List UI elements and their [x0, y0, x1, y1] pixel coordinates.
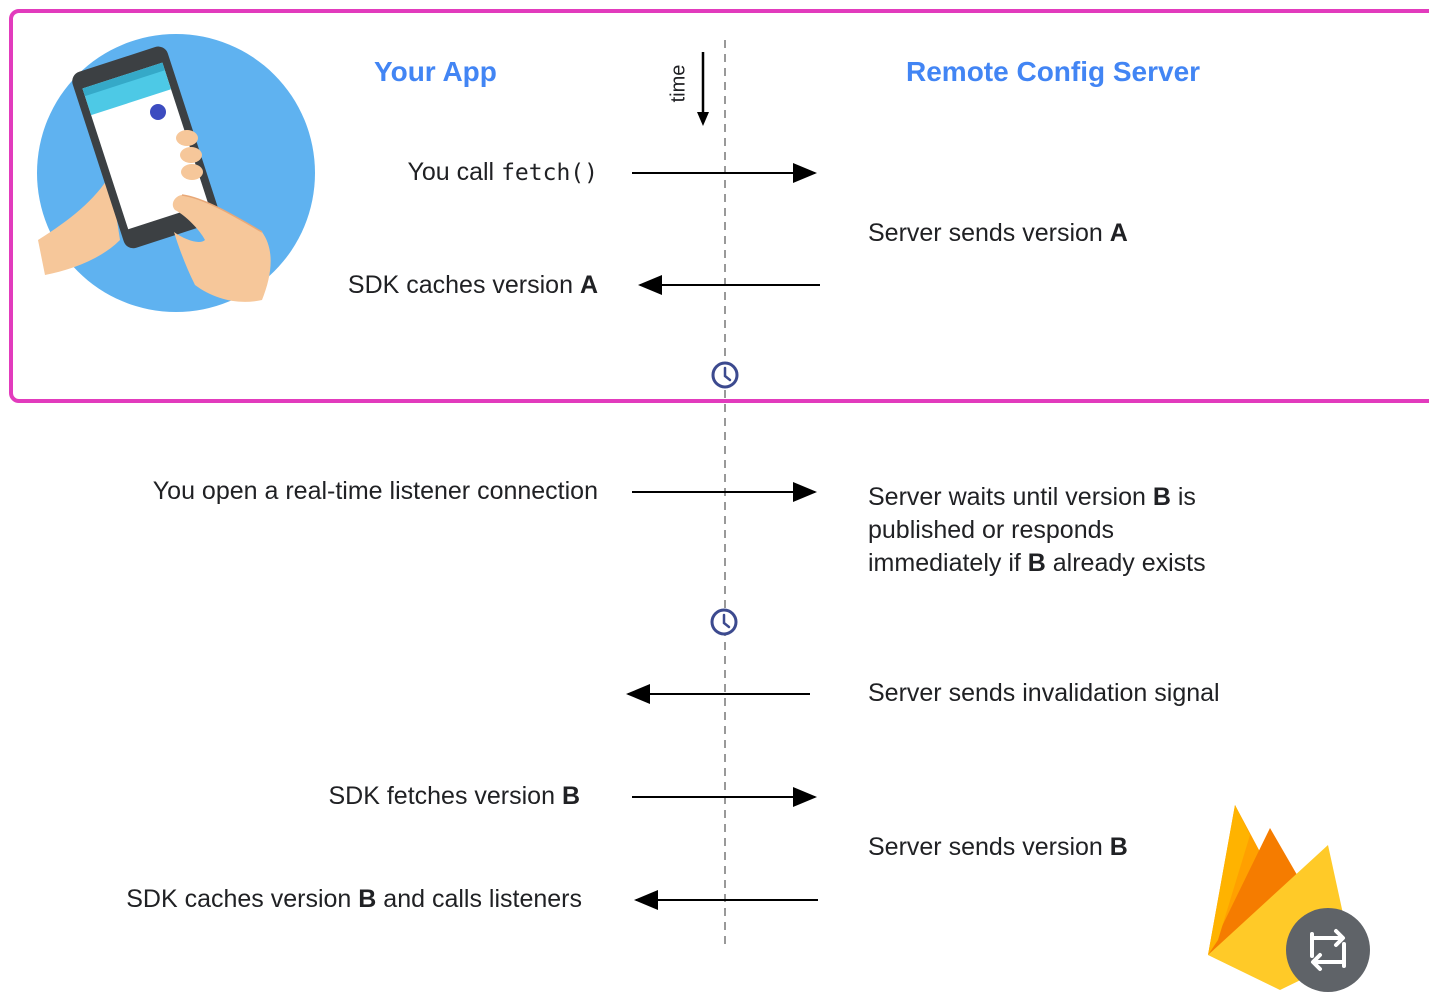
time-label: time	[667, 64, 690, 103]
message-server-waits: Server waits until version B is publishe…	[868, 483, 1206, 577]
message-server-sends-b: Server sends version B	[868, 833, 1128, 861]
phone-illustration	[37, 34, 315, 312]
message-sdk-fetches-b: SDK fetches version B	[328, 782, 581, 810]
message-you-call-fetch: You call fetch()	[407, 158, 598, 186]
time-arrow	[697, 52, 709, 126]
message-server-sends-a: Server sends version A	[868, 219, 1128, 247]
message-sdk-caches-a: SDK caches version A	[347, 271, 598, 299]
remote-config-server-header: Remote Config Server	[906, 56, 1201, 87]
highlight-frame	[9, 9, 1429, 403]
fetch-code: fetch()	[501, 160, 598, 186]
remote-config-icon	[1286, 908, 1370, 992]
clock-icon	[711, 361, 739, 389]
message-open-listener: You open a real-time listener connection	[152, 477, 598, 505]
message-sdk-caches-b: SDK caches version B and calls listeners	[126, 885, 582, 913]
message-invalidation-signal: Server sends invalidation signal	[868, 679, 1220, 707]
your-app-header: Your App	[374, 56, 497, 87]
clock-icon	[710, 608, 738, 636]
